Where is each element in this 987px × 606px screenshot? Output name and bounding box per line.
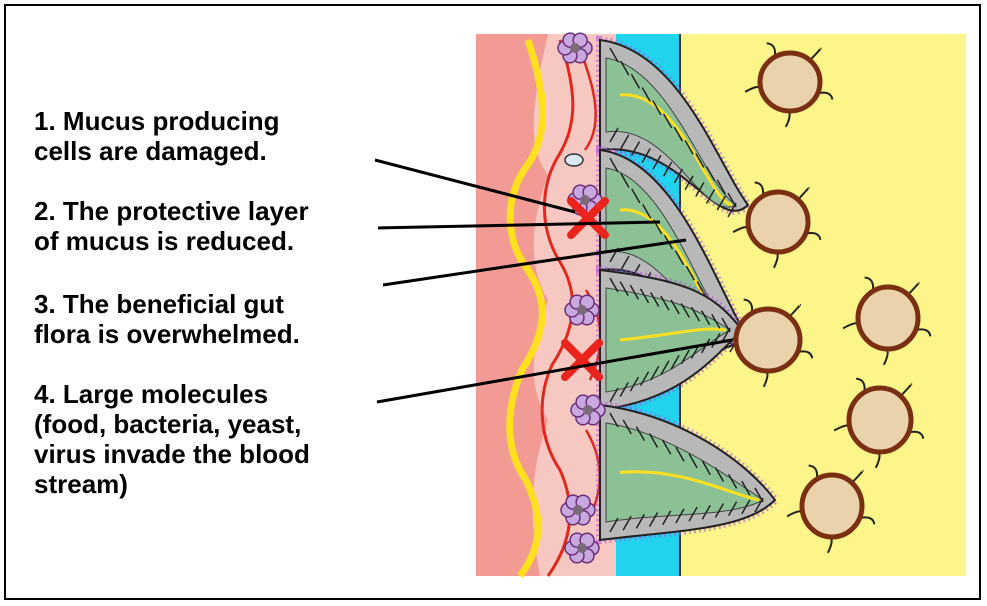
goblet-cell-nucleus [577,305,587,315]
goblet-cell-nucleus [583,405,593,415]
goblet-cell-nucleus [580,195,590,205]
molecule [736,309,800,371]
molecule [760,53,820,111]
molecule [748,192,808,252]
molecule [802,475,862,537]
goblet-cell-nucleus [577,543,587,553]
goblet-cell-nucleus [573,505,583,515]
goblet-cell-nucleus [570,43,580,53]
cell-vacuole [565,154,583,166]
molecule [858,287,918,349]
molecule [849,388,911,452]
